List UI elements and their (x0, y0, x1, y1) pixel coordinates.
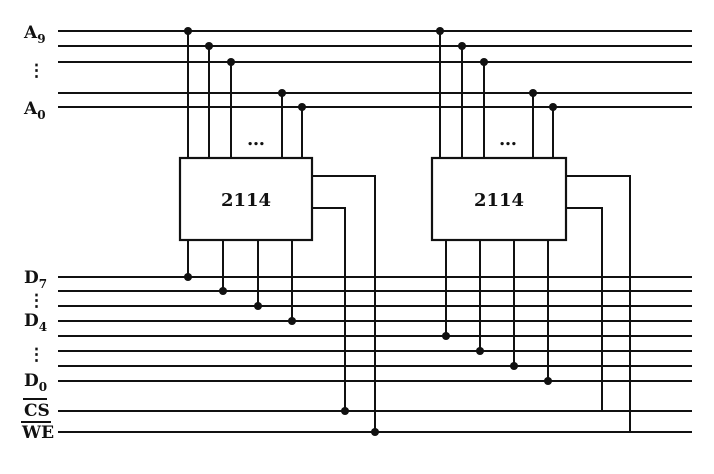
label-d7-main: D (24, 268, 39, 288)
junction-dot (442, 332, 450, 340)
chip-1-we-wire (312, 175, 376, 432)
junction-dot (278, 89, 286, 97)
label-a9-main: A (23, 23, 38, 43)
data-ellipsis-lower: ⋮ (28, 345, 45, 365)
junction-dot (371, 428, 379, 436)
label-d4-main: D (24, 311, 39, 331)
junction-dot (436, 27, 444, 35)
chip-2-cs-wire (566, 207, 603, 411)
label-d4: D4 (24, 311, 47, 334)
junction-dot (510, 362, 518, 370)
junction-dot (341, 407, 349, 415)
label-a9-sub: 9 (37, 32, 45, 46)
label-a9: A9 (23, 23, 46, 46)
chip-1-pin-ellipsis: … (247, 129, 265, 150)
junction-dot (544, 377, 552, 385)
junction-dot (219, 287, 227, 295)
label-cs: CS (24, 401, 50, 421)
label-a0-sub: 0 (37, 108, 45, 122)
address-ellipsis: ⋮ (28, 61, 45, 81)
chip-1-cs-wire (312, 207, 346, 411)
chip-1-label: 2114 (221, 190, 271, 211)
label-d0: D0 (24, 371, 47, 394)
junction-dot (458, 42, 466, 50)
chip-1-body (178, 156, 314, 242)
memory-chip-1: 2114 … (178, 129, 314, 242)
junction-dot (254, 302, 262, 310)
memory-chip-2: 2114 … (430, 129, 568, 242)
junction-dot (480, 58, 488, 66)
chip-2-wiring (436, 27, 631, 432)
label-d7-sub: 7 (39, 277, 47, 291)
chip-2-pin-ellipsis: … (499, 129, 517, 150)
label-d0-main: D (24, 371, 39, 391)
chip-2-body (430, 156, 568, 242)
junction-dot (298, 103, 306, 111)
label-a0-main: A (23, 99, 38, 119)
chip-1-wiring (184, 27, 379, 436)
junction-dot (549, 103, 557, 111)
chip-2-label: 2114 (474, 190, 524, 211)
label-d0-sub: 0 (39, 380, 47, 394)
data-ellipsis-upper: ⋮ (28, 291, 45, 311)
signal-labels: A9 ⋮ A0 D7 ⋮ D4 ⋮ D0 CS WE (21, 23, 54, 443)
label-we: WE (21, 423, 54, 443)
junction-dot (184, 273, 192, 281)
label-d7: D7 (24, 268, 47, 291)
label-a0: A0 (23, 99, 46, 122)
junction-dot (227, 58, 235, 66)
junction-dot (529, 89, 537, 97)
chip-2-we-wire (566, 175, 631, 432)
junction-dot (288, 317, 296, 325)
junction-dot (184, 27, 192, 35)
address-bus (58, 30, 692, 108)
junction-dot (476, 347, 484, 355)
label-d4-sub: 4 (39, 320, 47, 334)
junction-dot (205, 42, 213, 50)
